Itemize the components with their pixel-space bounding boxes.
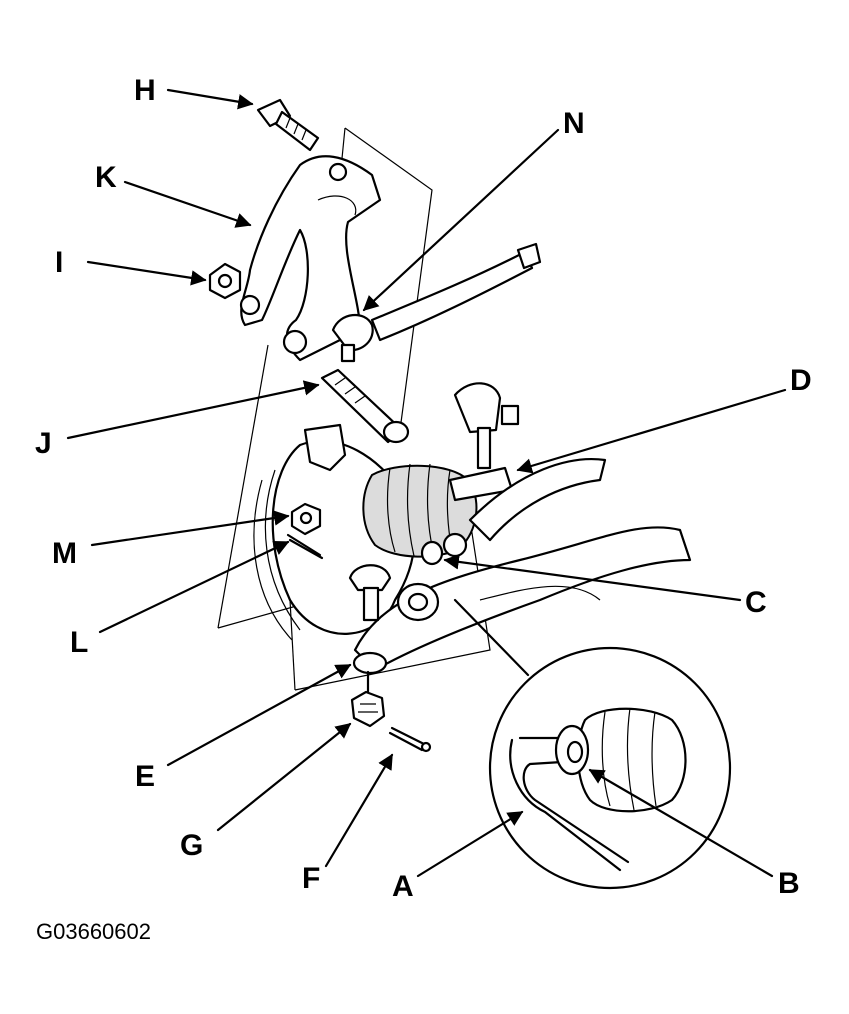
figure-id: G03660602 (36, 919, 151, 944)
callout-g: G (180, 829, 203, 862)
cotter-pin-l (286, 533, 324, 560)
bolt-j (320, 368, 410, 444)
damper-bolt-c (420, 532, 468, 566)
callout-a: A (392, 870, 414, 903)
callout-f: F (302, 862, 320, 895)
cotter-pin-f (388, 726, 432, 753)
nut-i (208, 262, 242, 300)
detail-inset (488, 646, 732, 890)
nut-m (290, 502, 322, 536)
callout-k: K (95, 161, 117, 194)
detail-leader (453, 598, 530, 677)
callout-e: E (135, 760, 155, 793)
callout-l: L (70, 626, 88, 659)
tie-rod-end (448, 382, 520, 502)
lower-arm (352, 458, 692, 675)
callout-m: M (52, 537, 77, 570)
stabilizer-bar (370, 242, 542, 342)
ball-joint-n (331, 314, 374, 363)
callout-n: N (563, 107, 585, 140)
upper-arm-k (239, 155, 382, 362)
callout-b: B (778, 867, 800, 900)
castle-nut-g (350, 670, 386, 728)
callout-h: H (134, 74, 156, 107)
leader-lines (66, 88, 787, 878)
callout-j: J (35, 427, 52, 460)
callout-c: C (745, 586, 767, 619)
callout-i: I (55, 246, 63, 279)
callout-d: D (790, 364, 812, 397)
alignment-frame (217, 127, 491, 691)
lower-ball-joint (348, 564, 392, 622)
bolt-h (256, 98, 320, 152)
